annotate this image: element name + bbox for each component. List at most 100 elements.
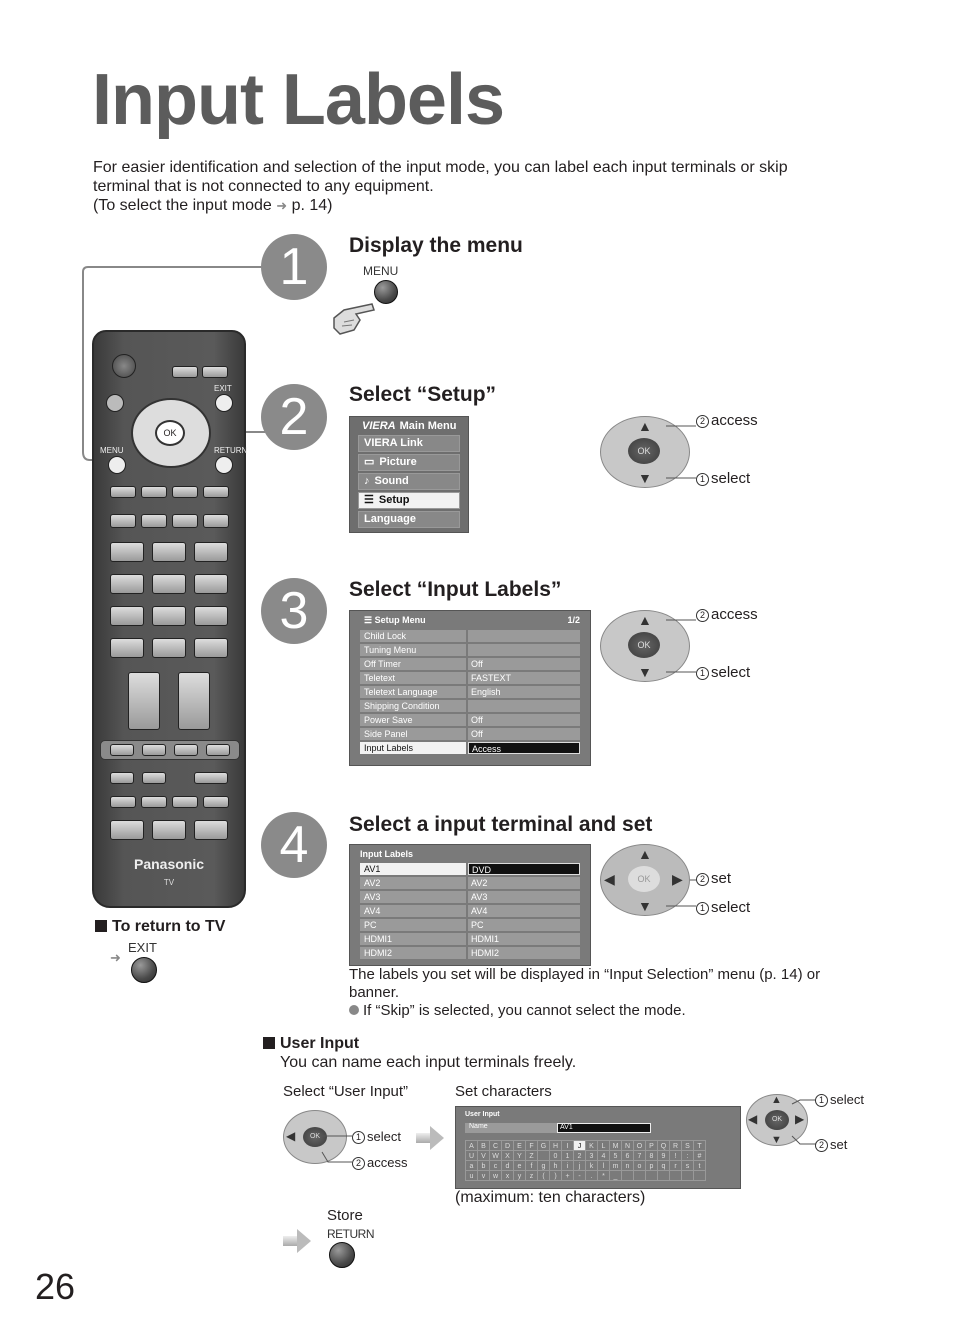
remote-key[interactable]	[203, 486, 229, 498]
remote-key[interactable]	[110, 574, 144, 594]
setup-row[interactable]: Child Lock	[360, 630, 580, 642]
remote-key[interactable]	[172, 514, 198, 528]
menu-button-label: MENU	[363, 264, 399, 278]
remote-key[interactable]	[142, 744, 166, 756]
menu-item-setup[interactable]: ☰Setup	[358, 492, 460, 509]
exit-button[interactable]	[215, 394, 233, 412]
remote-key[interactable]	[152, 574, 186, 594]
arrow-right-icon: ➜	[276, 198, 288, 213]
remote-key[interactable]	[194, 542, 228, 562]
nav-pad-user-input[interactable]: OK ◀	[283, 1110, 347, 1164]
remote-lower-bar	[100, 740, 240, 760]
remote-key[interactable]	[106, 394, 124, 412]
ok-button[interactable]: OK	[628, 632, 660, 658]
menu-button[interactable]	[108, 456, 126, 474]
remote-key[interactable]	[110, 744, 134, 756]
setup-row[interactable]: Tuning Menu	[360, 644, 580, 656]
ok-button[interactable]: OK	[765, 1110, 789, 1130]
remote-key[interactable]	[152, 542, 186, 562]
remote-key[interactable]	[110, 542, 144, 562]
remote-key[interactable]	[194, 772, 228, 784]
nav-pad-step2[interactable]: OK ▲ ▼	[600, 416, 690, 488]
max-note: (maximum: ten characters)	[455, 1189, 646, 1206]
down-arrow-icon: ▼	[771, 1134, 782, 1146]
remote-key[interactable]	[194, 606, 228, 626]
return-button[interactable]	[329, 1242, 355, 1268]
return-button[interactable]	[215, 456, 233, 474]
remote-key[interactable]	[172, 486, 198, 498]
ok-button[interactable]: OK	[628, 866, 660, 892]
nav-pad-step4[interactable]: OK ▲ ▼ ◀ ▶	[600, 844, 690, 916]
input-labels-header: Input Labels	[360, 849, 414, 859]
menu-item-language[interactable]: Language	[358, 511, 460, 528]
remote-key[interactable]	[203, 514, 229, 528]
name-field[interactable]: Name AV1	[465, 1123, 651, 1133]
menu-button[interactable]	[374, 280, 398, 304]
remote-key[interactable]	[152, 638, 186, 658]
left-arrow-icon: ◀	[286, 1129, 296, 1143]
intro-text: For easier identification and selection …	[93, 158, 873, 215]
remote-key[interactable]	[194, 820, 228, 840]
remote-key[interactable]	[172, 796, 198, 808]
ok-button[interactable]: OK	[303, 1127, 327, 1147]
remote-key[interactable]	[152, 606, 186, 626]
remote-key[interactable]	[141, 514, 167, 528]
remote-key[interactable]	[110, 606, 144, 626]
step-3-number: 3	[261, 578, 327, 644]
nav-pad-set-chars[interactable]: OK ◀ ▶ ▲ ▼	[746, 1094, 808, 1146]
remote-key[interactable]	[110, 638, 144, 658]
remote-key[interactable]	[194, 574, 228, 594]
nav-pad-step3[interactable]: OK ▲ ▼	[600, 610, 690, 682]
remote-key[interactable]	[110, 772, 134, 784]
remote-key[interactable]	[152, 820, 186, 840]
channel-rocker[interactable]	[178, 672, 210, 730]
remote-key[interactable]	[174, 744, 198, 756]
remote-key[interactable]	[172, 366, 198, 378]
bullet-icon	[349, 1005, 359, 1015]
remote-key[interactable]	[141, 796, 167, 808]
volume-rocker[interactable]	[128, 672, 160, 730]
callout-lines	[666, 425, 696, 479]
char-cell[interactable]	[693, 1170, 706, 1181]
exit-button[interactable]	[131, 957, 157, 983]
remote-key[interactable]	[110, 486, 136, 498]
remote-key[interactable]	[202, 366, 228, 378]
return-button-label: RETURN	[327, 1227, 375, 1241]
menu-item-sound[interactable]: ♪Sound	[358, 473, 460, 490]
remote-key[interactable]	[203, 796, 229, 808]
power-button[interactable]	[112, 354, 136, 378]
remote-key[interactable]	[206, 744, 230, 756]
remote-key[interactable]	[110, 820, 144, 840]
menu-item-viera-link[interactable]: VIERA Link	[358, 435, 460, 452]
remote-key[interactable]	[142, 772, 166, 784]
ok-button[interactable]: OK	[628, 438, 660, 464]
remote-key[interactable]	[110, 796, 136, 808]
square-bullet-icon	[263, 1037, 275, 1049]
menu-item-picture[interactable]: ▭Picture	[358, 454, 460, 471]
setup-row[interactable]: Shipping Condition	[360, 700, 580, 712]
remote-key[interactable]	[141, 486, 167, 498]
remote-ok-button[interactable]: OK	[155, 420, 185, 446]
remote-exit-label: EXIT	[214, 384, 232, 393]
remote-key[interactable]	[110, 514, 136, 528]
remote-key[interactable]	[194, 638, 228, 658]
